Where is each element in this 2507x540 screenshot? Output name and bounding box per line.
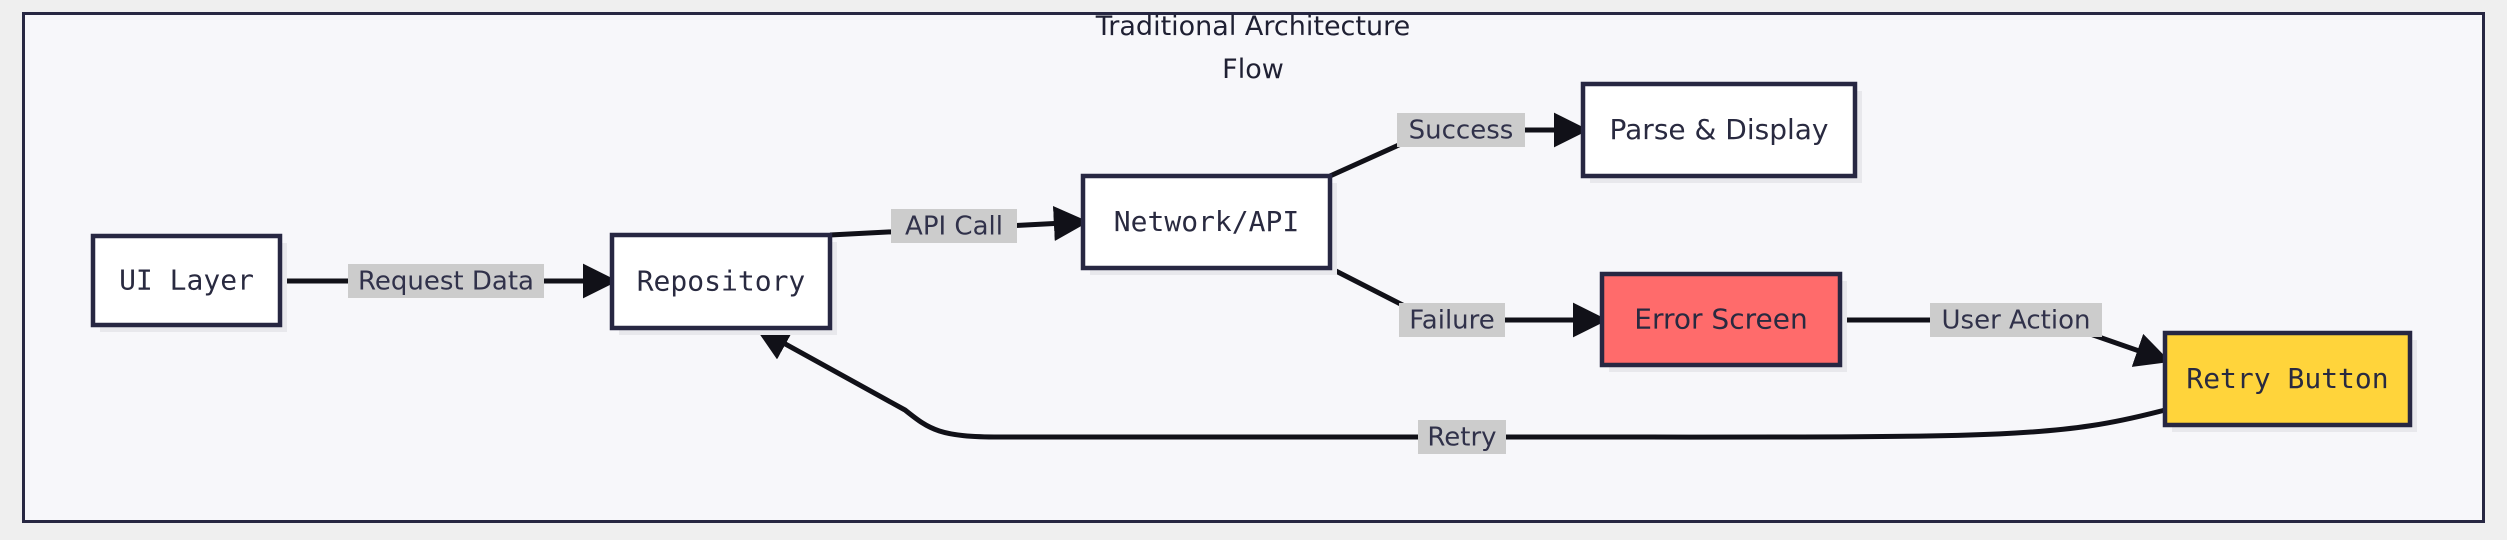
edge-label-background <box>891 209 1017 243</box>
edge-label-failure: Failure <box>1399 303 1505 337</box>
edge-label-text-failure: Failure <box>1409 306 1495 336</box>
edge-label-background <box>1418 420 1506 454</box>
node-box-retry-button[interactable] <box>2162 330 2413 428</box>
edge-label-text-request-data: Request Data <box>358 267 534 297</box>
edge-label-api-call: API Call <box>891 209 1017 243</box>
node-box-ui-layer[interactable] <box>90 233 283 328</box>
edge-label-background <box>348 264 544 298</box>
node-label-repository: Repository <box>637 265 806 298</box>
node-retry-button[interactable]: Retry Button <box>2162 330 2417 432</box>
edge-label-background <box>1930 303 2102 337</box>
edge-label-user-action: User Action <box>1930 303 2102 337</box>
edge-label-text-api-call: API Call <box>905 212 1003 242</box>
diagram-title-line-2: Flow <box>1222 54 1284 85</box>
edge-retry <box>754 327 2166 440</box>
edge-label-background <box>1397 113 1525 147</box>
edge-label-background <box>1399 303 1505 337</box>
node-parse-display[interactable]: Parse & Display <box>1580 81 1862 183</box>
edge-label-text-retry: Retry <box>1427 423 1496 453</box>
diagram-title-line-1: Traditional Architecture <box>1095 11 1410 42</box>
node-error-screen[interactable]: Error Screen <box>1599 271 1847 372</box>
edge-label-request-data: Request Data <box>348 264 544 298</box>
node-label-ui-layer: UI Layer <box>119 264 254 297</box>
node-box-network-api[interactable] <box>1080 173 1333 271</box>
node-label-error-screen: Error Screen <box>1634 303 1807 336</box>
node-label-network-api: Network/API <box>1114 205 1299 238</box>
node-label-retry-button: Retry Button <box>2186 362 2388 395</box>
node-label-parse-display: Parse & Display <box>1610 113 1829 146</box>
nodes-layer: UI Layer Repository Network/API Parse & Dis… <box>90 81 2417 432</box>
node-network-api[interactable]: Network/API <box>1080 173 1337 275</box>
node-ui-layer[interactable]: UI Layer <box>90 233 287 332</box>
node-repository[interactable]: Repository <box>609 232 837 335</box>
node-box-error-screen[interactable] <box>1599 271 1843 368</box>
diagram-title: Traditional Architecture Flow <box>1095 11 1410 85</box>
node-box-repository[interactable] <box>609 232 833 331</box>
edge-label-retry: Retry <box>1418 420 1506 454</box>
edge-label-success: Success <box>1397 113 1525 147</box>
edge-label-text-success: Success <box>1409 116 1514 146</box>
edge-label-text-user-action: User Action <box>1942 306 2091 336</box>
node-box-parse-display[interactable] <box>1580 81 1858 179</box>
